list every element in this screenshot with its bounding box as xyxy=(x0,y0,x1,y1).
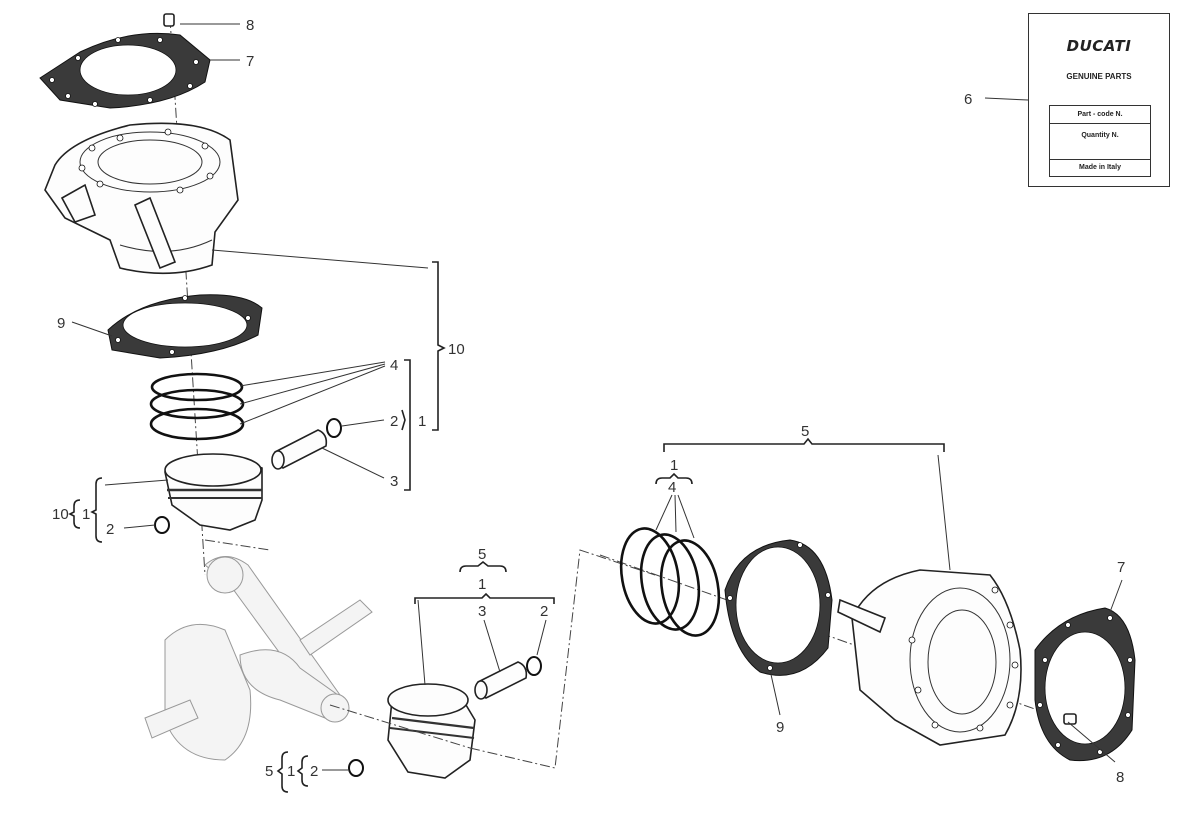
piston-mid xyxy=(387,683,476,779)
cylinder-right xyxy=(837,569,1022,746)
callout-10-group: 10 xyxy=(448,341,465,358)
callout-2-bottom: 2 xyxy=(310,763,318,780)
made-in-field: Made in Italy xyxy=(1078,164,1121,171)
label-fields-box: Part - code N. Quantity N. Made in Italy xyxy=(1049,105,1151,177)
dowel-right xyxy=(1063,713,1077,725)
part-code-field: Part - code N. xyxy=(1050,106,1150,124)
callout-5-mid: 5 xyxy=(478,546,486,563)
label-subtitle: GENUINE PARTS xyxy=(1066,72,1132,81)
circlip-bottom xyxy=(348,759,364,777)
wrist-pin-mid xyxy=(474,661,528,700)
callout-5-bottom: 5 xyxy=(265,763,273,780)
base-gasket-top xyxy=(107,294,263,359)
wrist-pin-top xyxy=(271,429,328,470)
quantity-field: Quantity N. xyxy=(1050,124,1150,160)
dowel-top xyxy=(163,13,175,27)
callout-6: 6 xyxy=(964,91,972,108)
head-gasket-right xyxy=(1034,607,1136,762)
parts-label-card: DUCATI GENUINE PARTS Part - code N. Quan… xyxy=(1028,13,1170,187)
callout-9-left: 9 xyxy=(57,315,65,332)
circlip-mid xyxy=(526,656,542,676)
callout-2-mid: 2 xyxy=(540,603,548,620)
callout-7-right: 7 xyxy=(1117,559,1125,576)
callout-4-right: 4 xyxy=(668,479,676,496)
callout-2-clip: 2 xyxy=(390,413,398,430)
piston-top xyxy=(164,453,263,531)
callout-8-top: 8 xyxy=(246,17,254,34)
callout-1-left: 1 xyxy=(82,506,90,523)
callout-10-left: 10 xyxy=(52,506,69,523)
callout-5-right: 5 xyxy=(801,423,809,440)
piston-rings-top xyxy=(149,372,245,441)
cylinder-top xyxy=(44,122,239,275)
callout-1-group: 1 xyxy=(418,413,426,430)
circlip-top-left xyxy=(154,516,170,534)
callout-7-top: 7 xyxy=(246,53,254,70)
base-gasket-right xyxy=(724,539,833,676)
callout-2-left: 2 xyxy=(106,521,114,538)
piston-rings-right xyxy=(619,527,721,637)
callout-8-right: 8 xyxy=(1116,769,1124,786)
callout-4-rings: 4 xyxy=(390,357,398,374)
head-gasket-top xyxy=(39,32,211,109)
crankshaft-assembly xyxy=(144,539,373,761)
callout-1-mid: 1 xyxy=(478,576,486,593)
brand-logo: DUCATI xyxy=(1066,37,1132,55)
circlip-top xyxy=(326,418,342,438)
callout-3-mid: 3 xyxy=(478,603,486,620)
callout-1-bottom: 1 xyxy=(287,763,295,780)
callout-9-right: 9 xyxy=(776,719,784,736)
callout-1-right: 1 xyxy=(670,457,678,474)
callout-3-pin: 3 xyxy=(390,473,398,490)
